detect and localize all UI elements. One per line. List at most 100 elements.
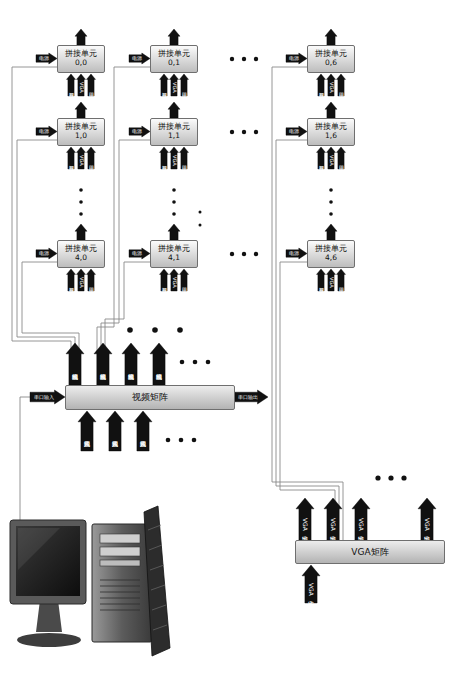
arrow-label: VGA (327, 79, 336, 96)
port-arrow (180, 147, 189, 169)
arrow-label: 视频输出 (66, 354, 84, 385)
port-arrow (87, 147, 96, 169)
input-arrow (78, 411, 96, 451)
arrow-label: 视频 (317, 274, 326, 291)
arrow-label: VGA输出 (352, 509, 370, 540)
arrow-label: 串口 (87, 152, 96, 169)
splice-unit: 拼接单元 4,6 (307, 240, 355, 268)
arrow-label: 串口 (180, 152, 189, 169)
splice-unit: 拼接单元 4,0 (57, 240, 105, 268)
port-arrow (67, 269, 76, 291)
output-arrow (150, 343, 168, 385)
arrow-label: VGA (77, 274, 86, 291)
node-text: 拼接单元 4,1 (156, 245, 192, 262)
port-arrow (170, 74, 179, 96)
power-arrow (286, 248, 307, 259)
port-arrow (87, 269, 96, 291)
port-arrow (77, 74, 86, 96)
arrow-label: VGA (77, 152, 86, 169)
power-arrow (129, 126, 150, 137)
node-text: 拼接单元 4,0 (63, 245, 99, 262)
arrow-label: VGA输出 (418, 509, 436, 540)
arrow-label: 串口 (180, 274, 189, 291)
arrow-label: 串口 (180, 79, 189, 96)
arrow-label: 视频 (67, 152, 76, 169)
output-arrow (168, 102, 180, 118)
arrow-label: 电源 (286, 53, 302, 64)
arrow-label: VGA (327, 274, 336, 291)
serial-in-arrow (30, 390, 65, 404)
power-arrow (36, 53, 57, 64)
arrow-label: 视频 (160, 79, 169, 96)
node-text: 拼接单元 1,6 (313, 123, 349, 140)
power-arrow (129, 53, 150, 64)
output-arrow (168, 29, 180, 45)
output-arrow (122, 343, 140, 385)
power-arrow (129, 248, 150, 259)
arrow-label: 串口 (337, 79, 346, 96)
arrow-label: VGA输入 (302, 576, 320, 603)
arrow-label: 视频输出 (94, 354, 112, 385)
arrow-label: VGA (327, 152, 336, 169)
arrow-label: 串口输出 (235, 390, 261, 404)
connector-layer (12, 67, 343, 540)
port-arrow (337, 147, 346, 169)
decoration-layer (10, 57, 407, 656)
port-arrow (77, 147, 86, 169)
power-arrow (36, 248, 57, 259)
port-arrow (170, 269, 179, 291)
node-text: 拼接单元 0,0 (63, 50, 99, 67)
output-arrow (296, 498, 314, 540)
arrow-layer (30, 29, 436, 603)
serial-out-arrow (235, 390, 268, 404)
arrow-label: 电源 (36, 53, 52, 64)
port-arrow (317, 74, 326, 96)
port-arrow (180, 74, 189, 96)
port-arrow (67, 147, 76, 169)
splice-unit: 拼接单元 1,6 (307, 118, 355, 146)
output-arrow (352, 498, 370, 540)
input-arrow (134, 411, 152, 451)
node-text: VGA矩阵 (300, 547, 440, 557)
arrow-label: 电源 (286, 248, 302, 259)
arrow-label: VGA输出 (296, 509, 314, 540)
port-arrow (180, 269, 189, 291)
arrow-label: 视频 (317, 79, 326, 96)
arrow-label: 视频输出 (122, 354, 140, 385)
port-arrow (170, 147, 179, 169)
output-arrow (75, 29, 87, 45)
output-arrow (325, 102, 337, 118)
arrow-label: 视频 (160, 274, 169, 291)
arrow-label: 电源 (129, 248, 145, 259)
port-arrow (317, 147, 326, 169)
port-arrow (327, 147, 336, 169)
output-arrow (325, 29, 337, 45)
arrow-label: 视频输出 (150, 354, 168, 385)
arrow-label: 电源 (36, 248, 52, 259)
node-text: 视频矩阵 (70, 392, 230, 402)
power-arrow (286, 126, 307, 137)
input-arrow (106, 411, 124, 451)
arrow-label: VGA (77, 79, 86, 96)
port-arrow (337, 269, 346, 291)
signal-wire (97, 67, 150, 385)
arrow-label: 视频输入 (134, 422, 152, 451)
arrow-label: VGA (170, 274, 179, 291)
output-arrow (325, 224, 337, 240)
port-arrow (337, 74, 346, 96)
arrow-label: 视频输入 (78, 422, 96, 451)
arrow-label: 电源 (129, 53, 145, 64)
arrow-label: 视频 (160, 152, 169, 169)
arrow-label: 串口 (87, 274, 96, 291)
computer-illustration (10, 506, 170, 656)
output-arrow (324, 498, 342, 540)
arrow-label: 电源 (36, 126, 52, 137)
output-arrow (66, 343, 84, 385)
node-text: 拼接单元 0,1 (156, 50, 192, 67)
splice-unit: 拼接单元 0,1 (150, 45, 198, 73)
splice-unit: 拼接单元 1,1 (150, 118, 198, 146)
arrow-label: VGA (170, 152, 179, 169)
arrow-label: 串口 (337, 152, 346, 169)
